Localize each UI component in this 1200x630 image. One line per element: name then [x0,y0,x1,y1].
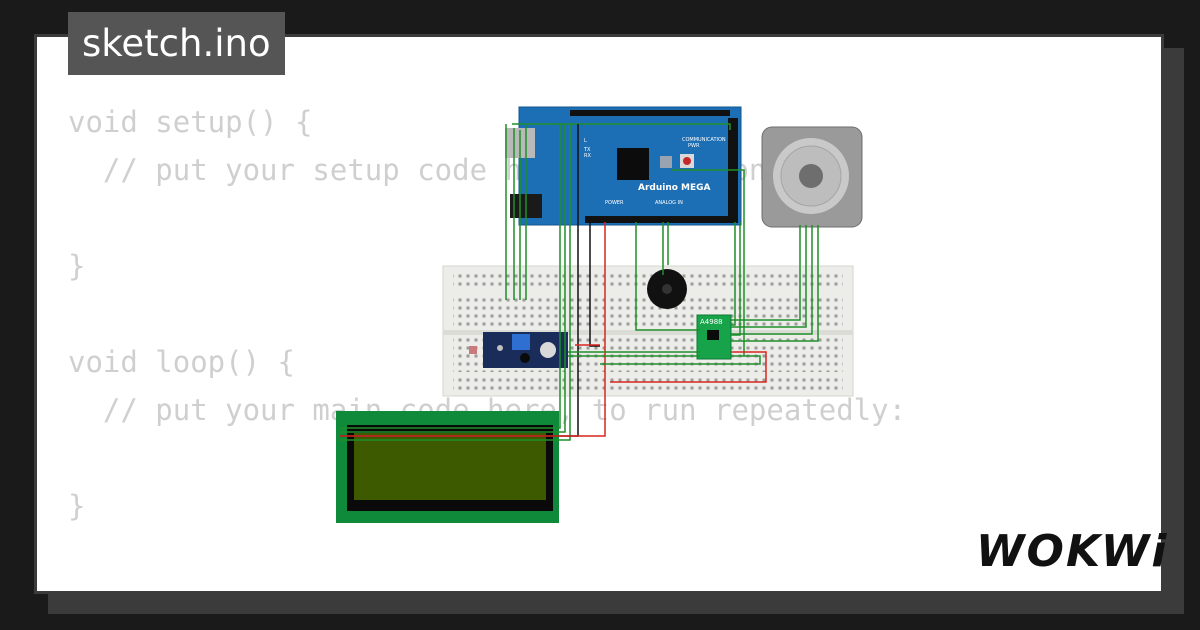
board-l-label: L [584,138,587,144]
board-power-label: POWER [605,200,624,206]
board-pwr-label: PWR [688,143,700,149]
code-line-4: } [68,249,86,283]
wokwi-logo: WOKWi [976,526,1169,577]
sensor-module[interactable] [469,332,568,368]
board-tx-label: TX [583,147,591,153]
board-analog-label: ANALOG IN [655,200,683,206]
wires [340,123,819,441]
buzzer[interactable] [647,269,687,309]
file-tab[interactable]: sketch.ino [68,12,285,75]
board-name: Arduino MEGA [638,183,711,193]
code-line-6: void loop() { [68,345,295,379]
code-line-1: void setup() { [68,105,313,139]
breadboard[interactable] [442,265,854,397]
stepper-motor[interactable] [761,126,863,228]
stepper-driver-a4988[interactable]: A4988 [696,314,732,360]
board-comm-label: COMMUNICATION [682,137,726,143]
board-rx-label: RX [584,153,591,159]
driver-label: A4988 [700,318,723,326]
code-line-9: } [68,489,86,523]
